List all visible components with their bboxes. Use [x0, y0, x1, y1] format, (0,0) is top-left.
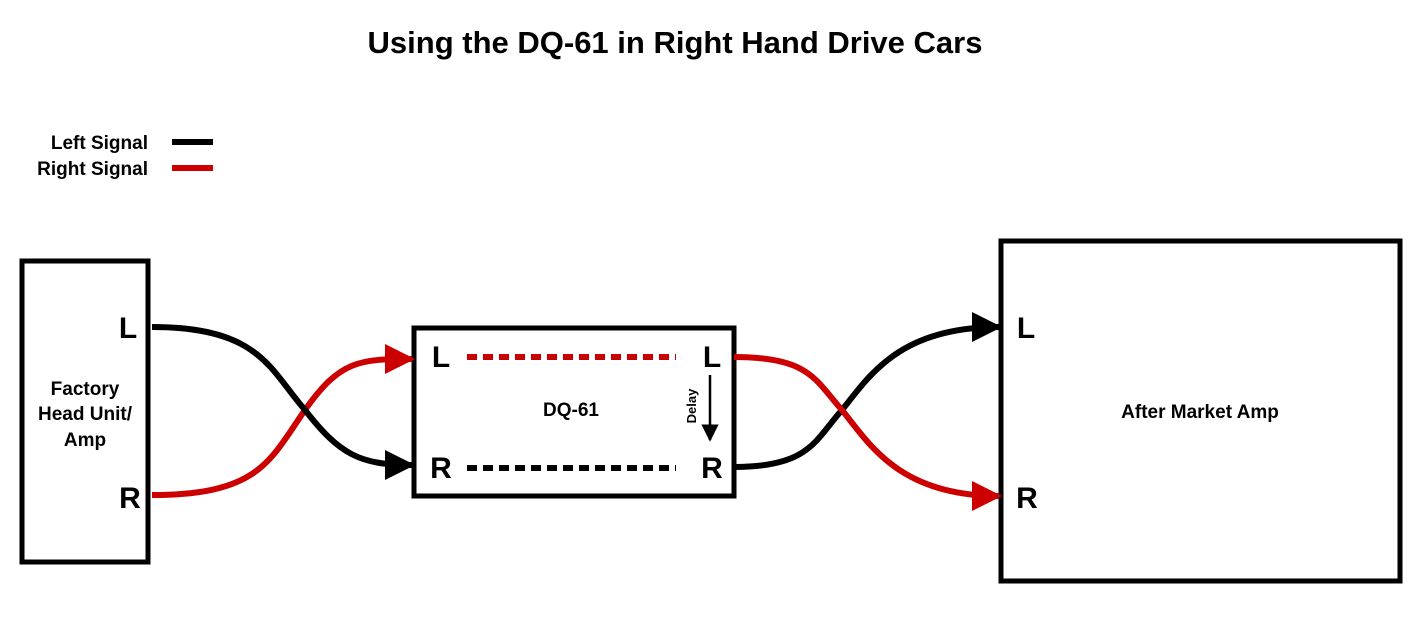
legend-left-label: Left Signal — [51, 133, 148, 154]
factory-label-line-1: Factory — [51, 379, 120, 400]
dq61-unit: DQ-61 L R L R Delay — [411, 325, 737, 499]
factory-port-l: L — [119, 312, 137, 345]
amp-port-l: L — [1017, 312, 1035, 345]
factory-label-line-3: Amp — [64, 430, 106, 451]
factory-head-unit-box — [19, 258, 151, 565]
dq61-input-l: L — [432, 341, 450, 374]
delay-label: Delay — [684, 388, 699, 423]
factory-head-unit: Factory Head Unit/ Amp L R — [19, 258, 151, 565]
dq61-output-r: R — [701, 452, 723, 485]
factory-label-line-2: Head Unit/ — [38, 404, 133, 425]
aftermarket-amp-label: After Market Amp — [1121, 402, 1279, 423]
dq61-output-l: L — [703, 341, 721, 374]
dq61-input-r: R — [430, 452, 452, 485]
factory-port-r: R — [119, 482, 141, 515]
legend: Left Signal Right Signal — [37, 133, 213, 180]
wire-dq61-r-to-amp-l — [733, 312, 1002, 470]
diagram-title: Using the DQ-61 in Right Hand Drive Cars — [368, 25, 983, 60]
wire-dq61-l-to-amp-r — [733, 354, 1002, 511]
amp-port-r: R — [1016, 482, 1038, 515]
legend-right-label: Right Signal — [37, 159, 148, 180]
dq61-label: DQ-61 — [543, 400, 599, 421]
wire-factory-l-to-dq61-r — [151, 324, 415, 480]
wire-factory-r-to-dq61-l — [151, 344, 415, 498]
aftermarket-amp-box — [998, 238, 1403, 584]
aftermarket-amp: After Market Amp L R — [998, 238, 1403, 584]
dq61-box — [411, 325, 737, 499]
